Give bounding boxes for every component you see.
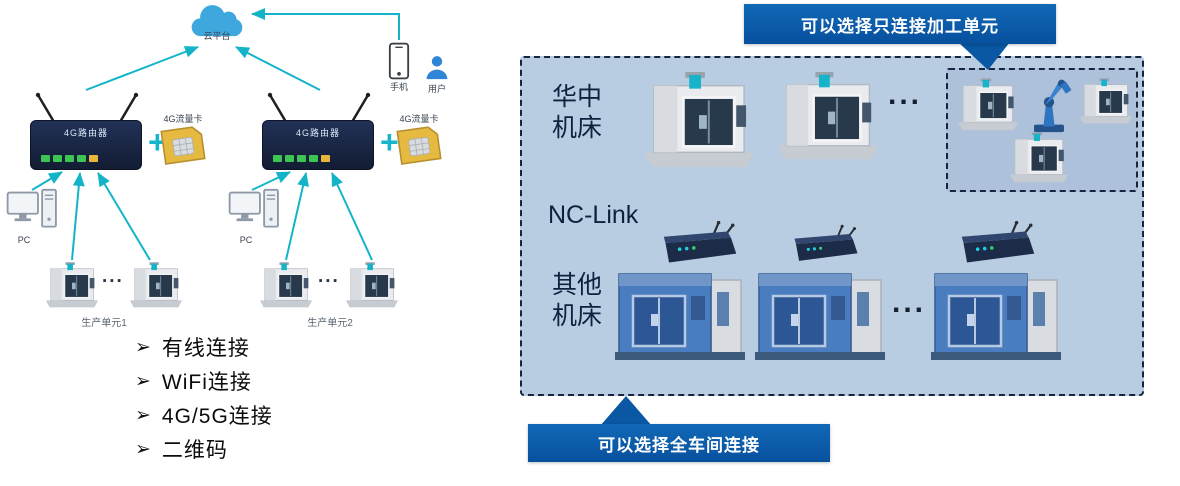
ellipsis: ...	[318, 266, 340, 287]
connection-lines	[31, 8, 400, 261]
other-machines-label: 其他 机床	[552, 271, 603, 330]
callout-tail	[600, 396, 652, 426]
bullet-arrow-icon: ➢	[135, 404, 151, 426]
user-icon	[424, 54, 450, 80]
sim-card-icon	[394, 124, 445, 166]
machine-icon	[258, 262, 314, 309]
router-label: 4G路由器	[63, 128, 108, 138]
ellipsis: ...	[888, 78, 923, 111]
callout-tail	[958, 42, 1010, 70]
user-label: 用户	[427, 84, 446, 94]
router-antenna-icon	[35, 92, 139, 122]
pc-label: PC	[17, 235, 31, 245]
huazhong-machines-label: 华中 机床	[552, 83, 603, 142]
gateway-icon	[790, 224, 862, 264]
machine-icon	[930, 262, 1062, 362]
machine-icon	[754, 262, 886, 362]
router-2: 4G路由器	[262, 92, 377, 172]
list-item: ➢ 二维码	[135, 432, 273, 466]
machine-icon	[128, 262, 184, 309]
phone-label: 手机	[389, 82, 408, 92]
cloud-label: 云平台	[203, 31, 231, 41]
sim-card-icon	[158, 124, 209, 166]
router-body: 4G路由器	[262, 120, 374, 170]
ellipsis: ...	[102, 266, 124, 287]
top-callout: 可以选择只连接加工单元	[744, 4, 1056, 44]
bullet-label: WiFi连接	[161, 371, 252, 394]
router-ports	[273, 155, 330, 162]
phone-icon	[388, 42, 410, 80]
bullet-label: 有线连接	[161, 337, 250, 360]
bullet-arrow-icon: ➢	[135, 370, 151, 392]
pc-icon	[228, 188, 280, 234]
connection-options-list: ➢ 有线连接 ➢ WiFi连接 ➢ 4G/5G连接 ➢ 二维码	[135, 330, 273, 466]
ellipsis: ...	[892, 286, 927, 319]
machine-icon	[774, 72, 882, 162]
gateway-icon	[658, 220, 742, 266]
router-body: 4G路由器	[30, 120, 142, 170]
router-label: 4G路由器	[295, 128, 340, 138]
bullet-arrow-icon: ➢	[135, 438, 151, 460]
router-antenna-icon	[267, 92, 371, 122]
list-item: ➢ 4G/5G连接	[135, 398, 273, 432]
machine-icon	[44, 262, 100, 309]
bullet-label: 4G/5G连接	[161, 405, 273, 428]
pc-label: PC	[239, 235, 253, 245]
list-item: ➢ WiFi连接	[135, 364, 273, 398]
nclink-label: NC-Link	[548, 201, 639, 229]
robot-arm-icon	[1022, 74, 1076, 134]
workshop-panel: 华中 机床 NC-Link 其他 机床 ... ...	[520, 56, 1144, 396]
machine-icon	[1008, 132, 1070, 184]
machine-icon	[1078, 78, 1134, 125]
list-item: ➢ 有线连接	[135, 330, 273, 364]
sim-label: 4G流量卡	[163, 114, 203, 124]
sim-label: 4G流量卡	[399, 114, 439, 124]
unit-label: 生产单元2	[307, 318, 353, 329]
unit-label: 生产单元1	[81, 318, 127, 329]
machine-icon	[956, 78, 1020, 132]
router-1: 4G路由器	[30, 92, 145, 172]
pc-icon	[6, 188, 58, 234]
machine-icon	[640, 72, 758, 170]
plus-sign: +	[380, 124, 399, 160]
router-ports	[41, 155, 98, 162]
sim-card-1: 4G流量卡	[160, 114, 206, 168]
gateway-icon	[956, 220, 1040, 266]
machine-icon	[614, 262, 746, 362]
machine-icon	[344, 262, 400, 309]
bullet-label: 二维码	[161, 439, 228, 462]
bullet-arrow-icon: ➢	[135, 336, 151, 358]
sim-card-2: 4G流量卡	[396, 114, 442, 168]
bottom-callout: 可以选择全车间连接	[528, 424, 830, 462]
